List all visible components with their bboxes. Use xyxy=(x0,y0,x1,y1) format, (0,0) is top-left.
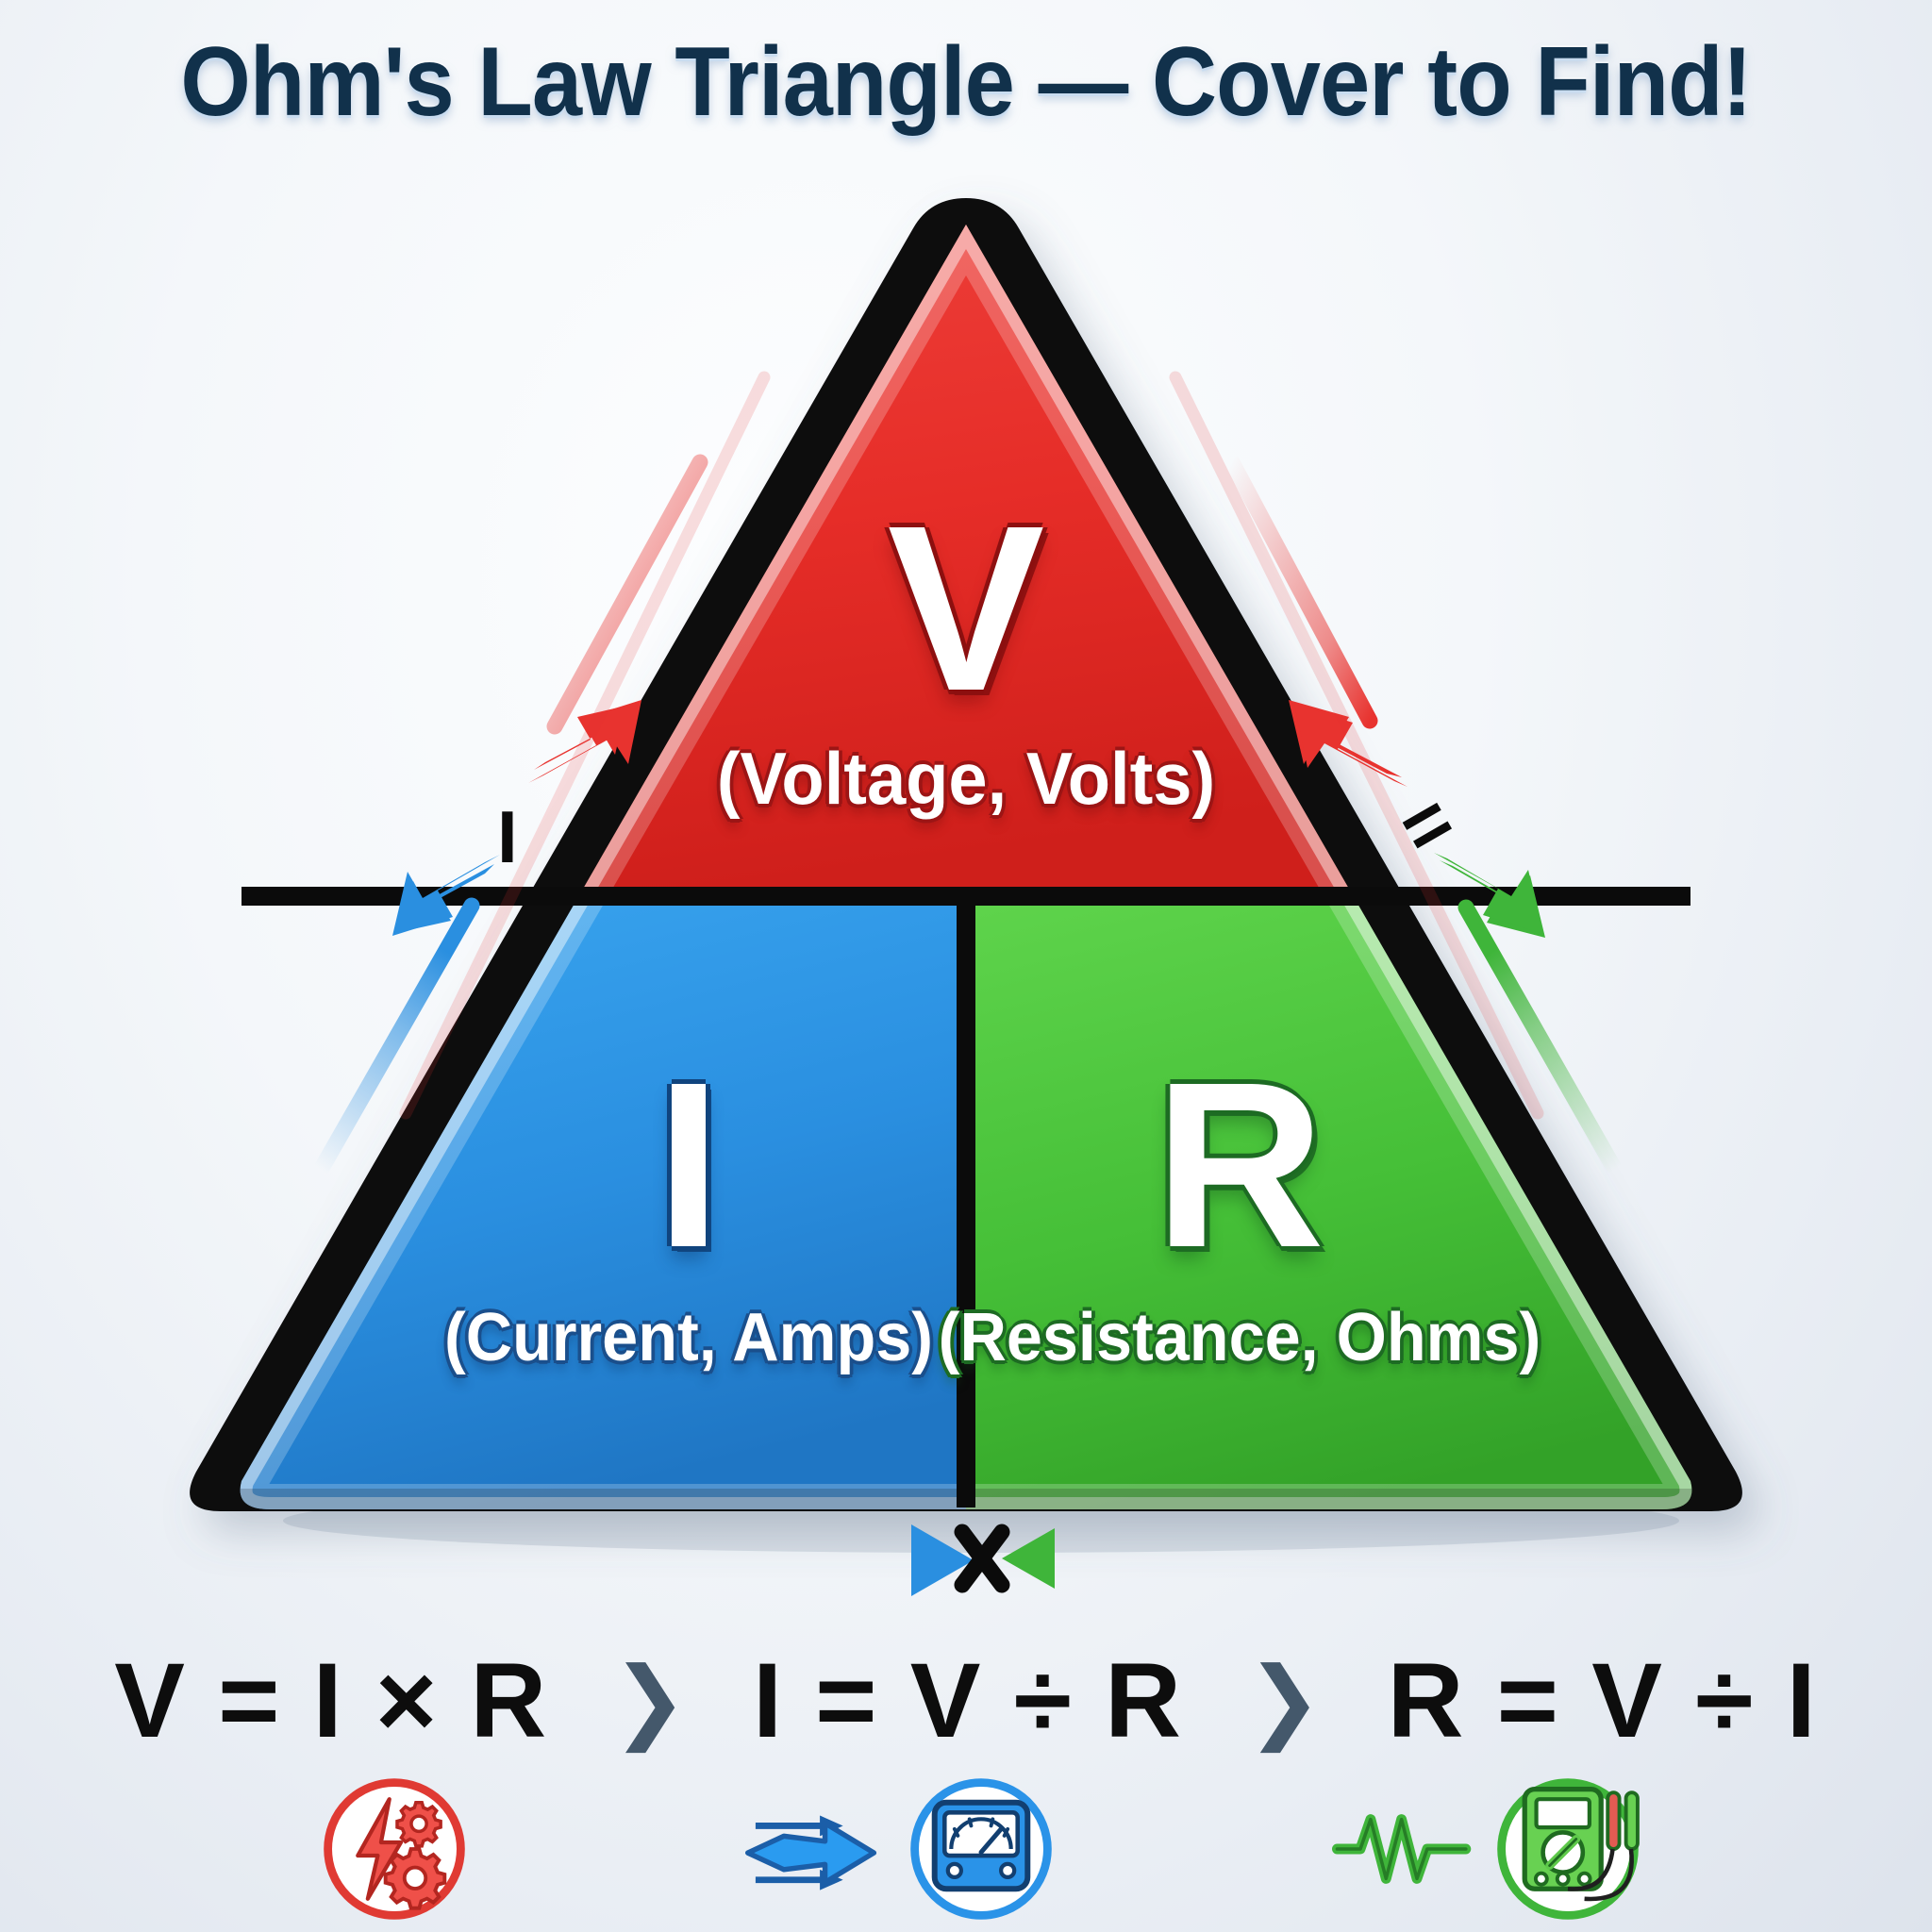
page-title: Ohm's Law Triangle — Cover to Find! xyxy=(180,27,1752,137)
icon-row xyxy=(0,1766,1932,1932)
formula-r: R = V ÷ I xyxy=(1387,1641,1818,1759)
arrow-resistance-base-left xyxy=(1002,1528,1217,1589)
cell-symbol-resistance: R xyxy=(1154,1033,1325,1296)
arrow-current-base-right xyxy=(736,1524,974,1596)
formula-separator-2: ❯ xyxy=(1246,1650,1324,1751)
arrow-voltage-down-right xyxy=(1224,454,1407,787)
resistor-zigzag-icon xyxy=(1332,1814,1472,1884)
formula-v: V = I × R xyxy=(114,1641,549,1759)
formula-separator-1: ❯ xyxy=(611,1650,690,1751)
multimeter-circle-icon xyxy=(1497,1778,1640,1920)
voltage-icon-group xyxy=(311,1766,477,1932)
arrow-trail-left xyxy=(399,371,771,1120)
formula-row: V = I × R ❯ I = V ÷ R ❯ R = V ÷ I xyxy=(0,1640,1932,1761)
operator-multiply-base xyxy=(954,1524,1010,1593)
lightning-bolt-icon xyxy=(356,1797,404,1901)
formula-i: I = V ÷ R xyxy=(752,1641,1183,1759)
cell-caption-voltage: (Voltage, Volts) xyxy=(716,737,1216,820)
voltage-circle-icon xyxy=(324,1778,465,1920)
triangle-inner-glow xyxy=(240,225,1692,1509)
triangle-inner-highlight xyxy=(240,225,1692,1509)
current-icon-group xyxy=(745,1766,1064,1932)
cell-caption-current: (Current, Amps) xyxy=(443,1300,934,1375)
arrow-voltage-down-left xyxy=(528,454,708,783)
arrow-trail-right xyxy=(1169,371,1544,1120)
arrow-resistance-up-right xyxy=(1434,853,1624,1178)
operator-left-side: I xyxy=(497,795,518,878)
current-flow-arrow-icon xyxy=(745,1815,877,1890)
gear-icon xyxy=(383,1847,447,1910)
gear-icon xyxy=(395,1800,442,1848)
arrow-current-up-left xyxy=(312,855,500,1178)
ammeter-gauge-circle-icon xyxy=(910,1778,1052,1920)
resistance-icon-group xyxy=(1332,1766,1651,1932)
cell-symbol-current: I xyxy=(656,1033,722,1296)
cell-symbol-voltage: V xyxy=(887,476,1045,740)
cell-caption-resistance: (Resistance, Ohms) xyxy=(938,1300,1541,1375)
